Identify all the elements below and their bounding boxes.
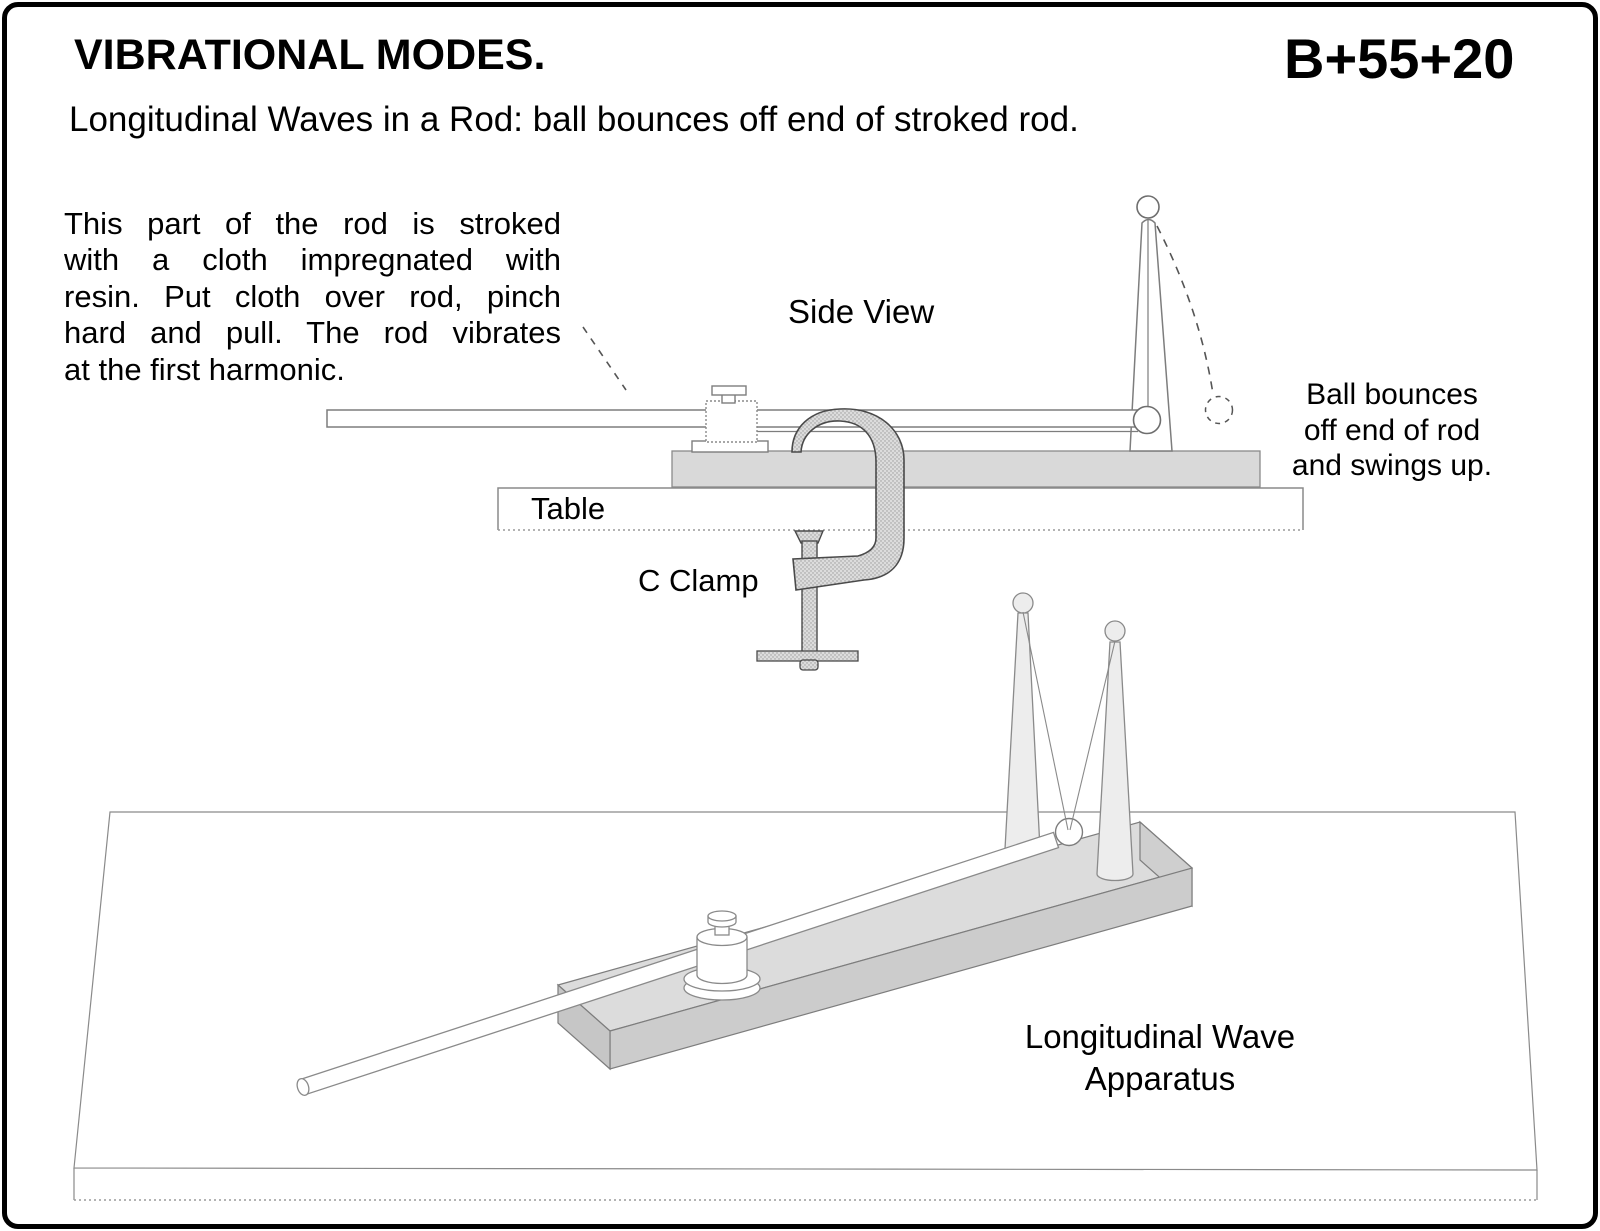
page-title: VIBRATIONAL MODES.: [74, 31, 546, 79]
swing-path-dashed-line: [1156, 225, 1214, 395]
ball-bounces-note: Ball bounces off end of rod and swings u…: [1267, 377, 1517, 484]
stroke-note-line: resin. Put cloth over rod, pinch: [64, 278, 561, 314]
side-pendulum-ball: [1132, 405, 1162, 435]
stroke-note-line: This part of the rod is stroked: [64, 206, 561, 241]
perspective-strings: [1022, 611, 1116, 831]
stroke-note-line: with a cloth impregnated with: [64, 242, 561, 278]
side-base-plate: [671, 450, 1261, 488]
side-pendulum-tower: [1129, 218, 1173, 452]
swung-ball-dashed-circle: [1204, 395, 1234, 425]
stroke-note-line: at the first harmonic.: [64, 351, 345, 387]
stroke-note-line: hard and pull. The rod vibrates: [64, 315, 561, 351]
apparatus-label-line: Apparatus: [1084, 1060, 1236, 1097]
c-clamp-label: C Clamp: [638, 563, 759, 598]
tower-right: [1096, 620, 1134, 882]
apparatus-label: Longitudinal Wave Apparatus: [1000, 1016, 1320, 1100]
catalog-code: B+55+20: [1284, 27, 1515, 90]
tower-left: [1004, 592, 1041, 857]
perspective-rod-clamp: [683, 910, 761, 1001]
page-subtitle: Longitudinal Waves in a Rod: ball bounce…: [69, 100, 1079, 139]
ball-note-line: and swings up.: [1291, 449, 1493, 482]
table-label: Table: [531, 491, 606, 526]
ball-note-line: off end of rod: [1303, 413, 1481, 447]
perspective-rod: [296, 831, 1060, 1097]
perspective-rod-end-ball: [1054, 817, 1084, 847]
apparatus-3d-view: [73, 592, 1538, 1201]
note-leader-dashed-line: [582, 326, 627, 391]
side-c-clamp: [756, 408, 905, 671]
side-view-label: Side View: [788, 293, 935, 330]
ball-note-line: Ball bounces: [1306, 378, 1478, 411]
side-rod-clamp-block: [691, 385, 769, 453]
side-tower-top-ball: [1136, 195, 1160, 219]
side-view-drawing: [326, 195, 1304, 671]
apparatus-label-line: Longitudinal Wave: [1024, 1018, 1296, 1055]
stroke-instructions-note: This part of the rod is stroked with a c…: [64, 206, 561, 388]
